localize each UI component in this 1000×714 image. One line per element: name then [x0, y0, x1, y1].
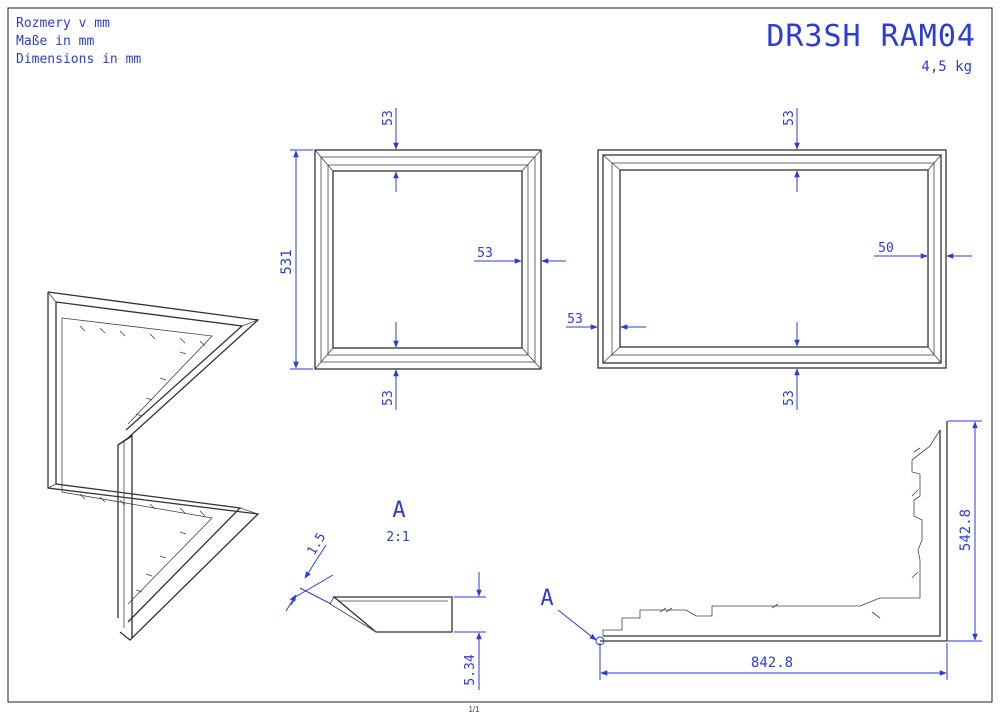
- back-view: 53 50 53 53: [566, 108, 972, 410]
- profile-width-dimension: 842.8: [751, 655, 793, 671]
- front-height-dimension: 531: [279, 249, 295, 274]
- back-frame-inner: [619, 169, 929, 348]
- units-note-de: Maße in mm: [16, 34, 94, 49]
- front-frame-outer: [314, 149, 542, 370]
- title-block: Rozmery v mm Maße in mm Dimensions in mm…: [16, 16, 976, 75]
- part-weight: 4,5 kg: [921, 59, 972, 75]
- detail-scale: 2:1: [386, 530, 409, 545]
- front-right-dimension: 53: [477, 246, 493, 261]
- profile-section: A 542.8 842.8: [540, 420, 982, 680]
- back-top-dimension: 53: [782, 110, 797, 126]
- sheet-border: [7, 7, 993, 703]
- detail-label: A: [392, 498, 405, 523]
- detail-height-dimension: 5.34: [463, 654, 478, 685]
- detail-thickness-dimension: 1.5: [305, 530, 330, 558]
- profile-height-dimension: 542.8: [958, 509, 974, 551]
- back-bottom-dimension: 53: [782, 390, 797, 406]
- isometric-view: [47, 291, 260, 641]
- front-bottom-dimension: 53: [381, 390, 396, 406]
- detail-view-a: A 2:1 1.5 5.34: [285, 498, 486, 690]
- part-name: DR3SH RAM04: [766, 19, 976, 54]
- section-callout-label: A: [540, 586, 553, 611]
- front-view: 531 53 53 53: [279, 108, 566, 410]
- page-number: 1/1: [468, 705, 480, 714]
- front-top-dimension: 53: [381, 110, 396, 126]
- back-right-dimension: 50: [878, 241, 894, 256]
- front-frame-inner: [332, 170, 523, 349]
- back-left-dimension: 53: [567, 312, 583, 327]
- back-frame-outer: [597, 149, 947, 369]
- units-note-en: Dimensions in mm: [16, 52, 141, 67]
- units-note-cz: Rozmery v mm: [16, 16, 110, 31]
